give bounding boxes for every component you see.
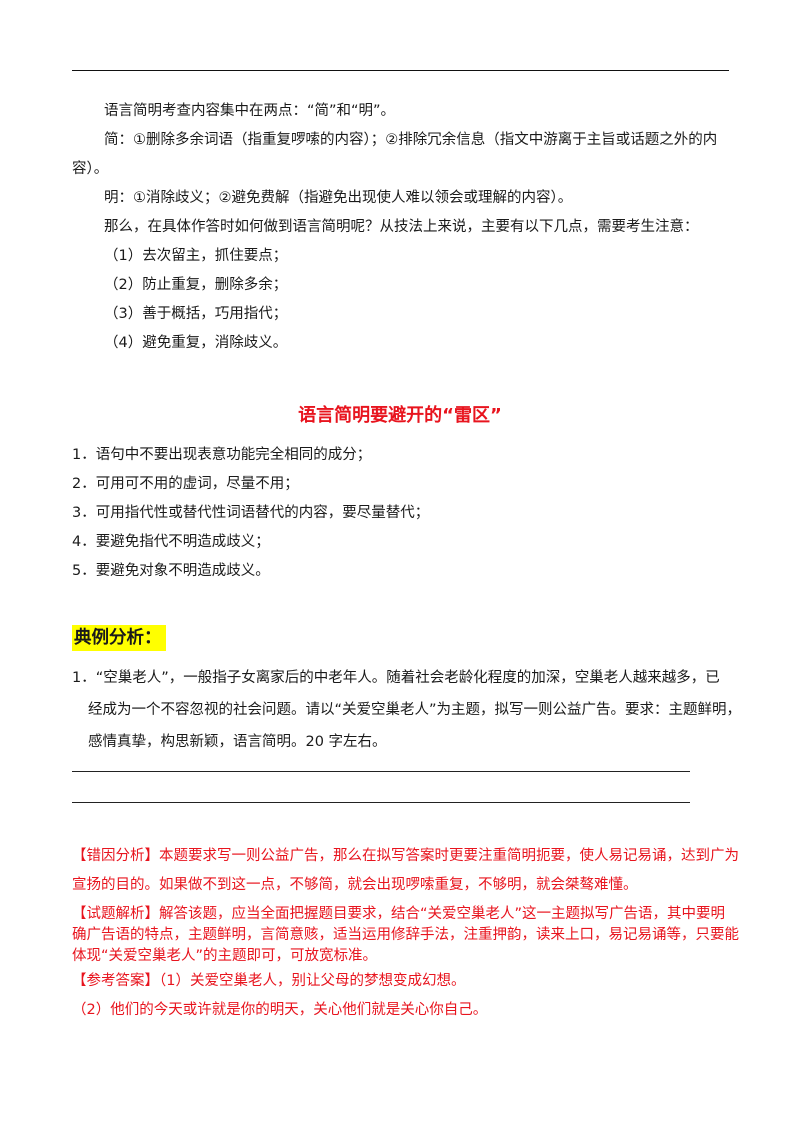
question-text: 感情真挚，构思新颖，语言简明。20 字左右。 [88,734,387,750]
reference-answer-cont: （2）他们的今天或许就是你的明天，关心他们就是关心你自己。 [72,1002,488,1018]
ming-definition: 明：①消除歧义；②避免费解（指避免出现使人难以领会或理解的内容）。 [104,190,573,206]
tip-item: （4）避免重复，消除歧义。 [104,335,288,351]
question-analysis-cont: 确广告语的特点，主题鲜明，言简意赅，适当运用修辞手法，注重押韵，读来上口，易记易… [72,927,739,943]
error-analysis-cont: 宣扬的目的。如果做不到这一点，不够简，就会出现啰嗦重复，不够明，就会桀骜难懂。 [72,877,638,893]
rule-item: 4．要避免指代不明造成歧义； [72,534,270,550]
tip-item: （1）去次留主，抓住要点； [104,248,288,264]
error-analysis: 【错因分析】本题要求写一则公益广告，那么在拟写答案时更要注重简明扼要，使人易记易… [72,848,739,864]
answer-blank-line[interactable] [72,802,690,803]
example-heading: 典例分析： [72,625,166,651]
technique-intro: 那么，在具体作答时如何做到语言简明呢？从技法上来说，主要有以下几点，需要考生注意… [104,219,699,235]
question-analysis-cont: 体现“关爱空巢老人”的主题即可，可放宽标准。 [72,948,378,964]
header-rule [72,70,729,71]
question-text: 1．“空巢老人”，一般指子女离家后的中老年人。随着社会老龄化程度的加深，空巢老人… [72,670,720,686]
answer-blank-line[interactable] [72,771,690,772]
section-title: 语言简明要避开的“雷区” [298,405,502,426]
jian-definition: 简：①删除多余词语（指重复啰嗦的内容）；②排除冗余信息（指文中游离于主旨或话题之… [104,132,718,148]
rule-item: 1．语句中不要出现表意功能完全相同的成分； [72,447,372,463]
question-analysis: 【试题解析】解答该题，应当全面把握题目要求，结合“关爱空巢老人”这一主题拟写广告… [72,906,726,922]
reference-answer: 【参考答案】（1）关爱空巢老人，别让父母的梦想变成幻想。 [72,973,466,989]
intro-paragraph: 语言简明考查内容集中在两点：“简”和“明”。 [104,103,396,119]
question-text: 经成为一个不容忽视的社会问题。请以“关爱空巢老人”为主题，拟写一则公益广告。要求… [88,702,742,718]
jian-definition-cont: 容）。 [72,161,109,177]
rule-item: 3．可用指代性或替代性词语替代的内容，要尽量替代； [72,505,430,521]
tip-item: （2）防止重复，删除多余； [104,277,288,293]
rule-item: 2．可用可不用的虚词，尽量不用； [72,476,299,492]
tip-item: （3）善于概括，巧用指代； [104,306,288,322]
rule-item: 5．要避免对象不明造成歧义。 [72,563,270,579]
